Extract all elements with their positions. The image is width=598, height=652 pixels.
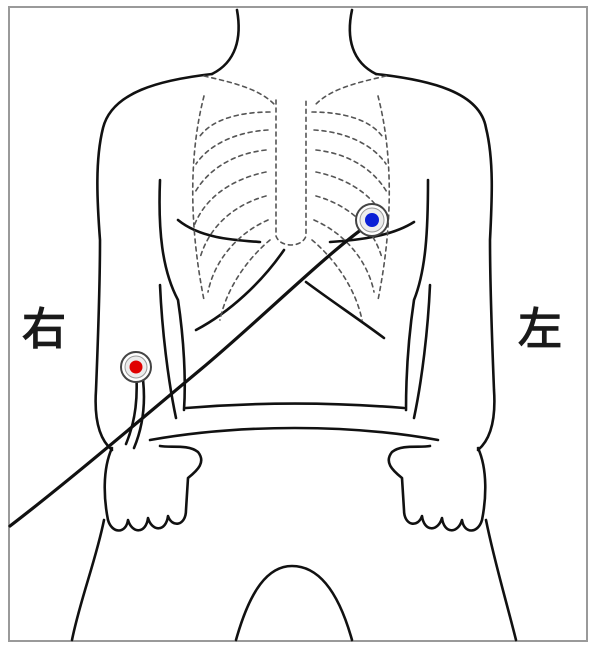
pectoral-right <box>178 220 260 242</box>
left-side-label: 左 <box>518 308 562 352</box>
leg-outline-right <box>72 520 104 640</box>
ribcage-outline-right <box>193 96 204 300</box>
crotch-curve <box>236 566 352 640</box>
shoulder-arm-right-outline <box>96 74 212 450</box>
neck-outline <box>212 10 239 74</box>
torso-side-left <box>406 180 428 410</box>
clavicle-left <box>316 76 386 104</box>
ribcage-arc-left <box>306 282 384 338</box>
rib-3l <box>316 150 388 194</box>
right-side-label: 右 <box>22 308 66 352</box>
rib-3r <box>194 150 266 194</box>
sternum <box>276 100 306 245</box>
ribcage-outline-left <box>378 96 389 300</box>
rib-1l <box>312 112 382 136</box>
rib-5r <box>200 196 266 258</box>
leg-outline-left <box>486 520 516 640</box>
left-chest-electrode <box>356 204 388 236</box>
hip-line <box>150 428 438 440</box>
ribcage-arc-right <box>196 250 284 330</box>
clavicle-right <box>204 76 274 104</box>
lead-wire-left-chest <box>10 222 372 526</box>
torso-side-right <box>160 180 185 410</box>
shoulder-arm-left-outline <box>376 74 494 450</box>
inner-arm-left <box>414 285 430 418</box>
hand-left <box>389 446 486 531</box>
rib-1r <box>200 112 270 136</box>
lead-wires <box>10 222 372 526</box>
right-arm-electrode <box>121 352 151 382</box>
neck-outline-right <box>350 10 376 74</box>
waist-line <box>186 404 404 409</box>
ribcage-dashed <box>193 76 390 320</box>
hand-right <box>105 446 202 531</box>
